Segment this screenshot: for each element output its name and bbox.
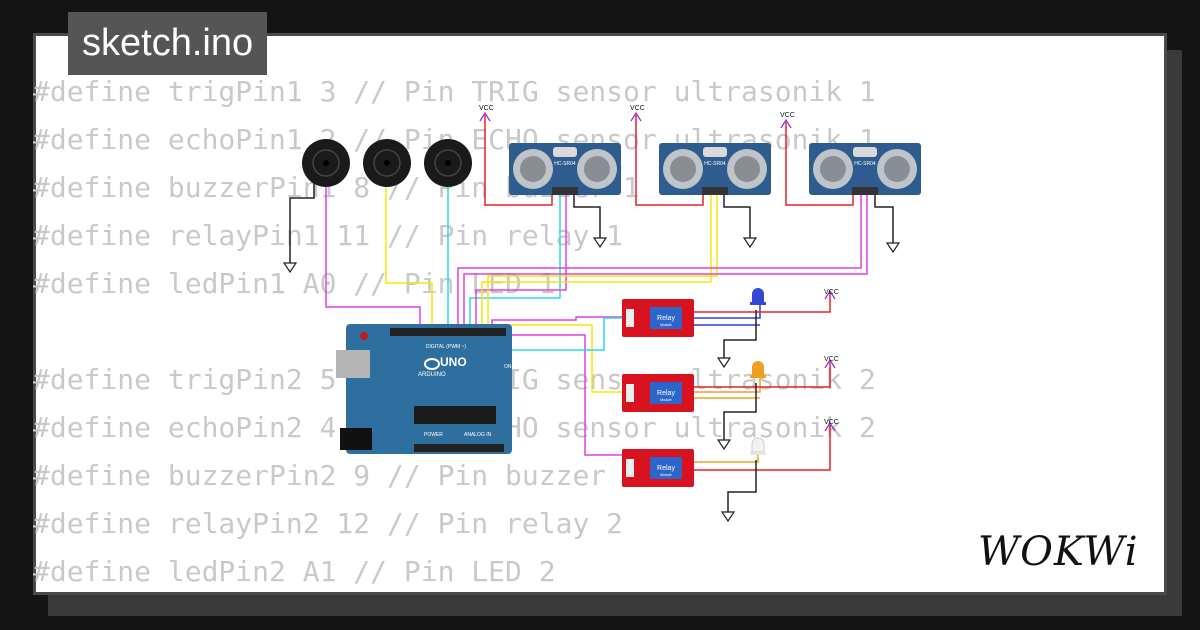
vcc-arrow-icon [780, 118, 792, 129]
wire-buzzer-2 [385, 185, 433, 330]
code-listing: #define trigPin1 3 // Pin TRIG sensor ul… [33, 68, 876, 596]
vcc-label: VCC [824, 289, 839, 296]
relay-label: Relay [657, 315, 675, 322]
wire-vcc-relay-1 [694, 293, 831, 313]
ultrasonic-sensor-1[interactable]: HC-SR04 [509, 143, 621, 195]
wokwi-logo: WOKWi [978, 529, 1139, 575]
wire-vcc-sensor-1 [484, 115, 553, 206]
led-white[interactable] [750, 437, 766, 455]
wire-led-white [694, 455, 759, 463]
sensor-label: HC-SR04 [554, 161, 576, 167]
sensor-label: HC-SR04 [854, 161, 876, 167]
wire-vcc-sensor-2 [635, 115, 704, 206]
wire-sensor-3a [457, 193, 862, 330]
wire-relay-1 [491, 316, 624, 330]
wire-gnd-led-3 [727, 460, 757, 512]
ground-icon [282, 262, 298, 274]
code-line: #define ledPin2 A1 // Pin LED 2 [33, 555, 556, 588]
wire-led-orange [694, 378, 761, 393]
file-title: sketch.ino [68, 12, 268, 75]
vcc-arrow-icon [479, 111, 491, 122]
wokwi-wordmark: WOKWi [978, 529, 1139, 575]
relay-label: Relay [657, 465, 675, 472]
wire-gnd-sensor-3 [874, 193, 894, 243]
vcc-arrow-icon [824, 289, 836, 300]
vcc-label: VCC [824, 419, 839, 426]
relay-module-1[interactable]: Relay Module [622, 299, 694, 337]
wire-gnd-buzzer [289, 180, 315, 263]
sensor-label: HC-SR04 [704, 161, 726, 167]
ground-icon [716, 357, 732, 369]
vcc-arrow-icon [824, 421, 836, 432]
wire-sensor-1a [469, 193, 561, 330]
wire-sensor-2b [487, 193, 718, 330]
code-line: #define relayPin2 12 // Pin relay 2 [33, 507, 624, 540]
code-line: #define relayPin1 11 // Pin relay 1 [33, 219, 624, 252]
wire-led-blue [694, 305, 761, 319]
wire-relay-signal [510, 317, 624, 351]
ground-icon [742, 237, 758, 249]
wire-gnd-sensor-1 [573, 193, 601, 238]
code-line: #define ledPin1 A0 // Pin LED 1 [33, 267, 556, 300]
relay-sub-label: Module [660, 398, 672, 402]
relay-module-3[interactable]: Relay Module [622, 449, 694, 487]
vcc-arrow-icon [630, 111, 642, 122]
ground-icon [592, 237, 608, 249]
vcc-label: VCC [824, 356, 839, 363]
analog-label: ANALOG IN [464, 432, 492, 438]
relay-label: Relay [657, 390, 675, 397]
code-line: #define trigPin1 3 // Pin TRIG sensor ul… [33, 75, 876, 108]
vcc-label: VCC [780, 112, 795, 119]
ground-icon [716, 439, 732, 451]
buzzer-1[interactable] [302, 139, 350, 187]
wire-vcc-sensor-3 [785, 122, 854, 206]
buzzer-2[interactable] [363, 139, 411, 187]
wire-gnd-led-1 [723, 310, 757, 358]
led-blue[interactable] [750, 288, 766, 305]
arduino-brand: ARDUINO [418, 372, 446, 378]
wire-gnd-sensor-2 [723, 193, 751, 238]
wire-buzzer-1 [325, 185, 421, 330]
preview-panel [33, 33, 1167, 595]
wire-vcc-relay-3 [694, 425, 831, 471]
wire-gnd-led-2 [723, 383, 757, 440]
arduino-uno-board[interactable]: DIGITAL (PWM ~) UNO ARDUINO ON POWER ANA… [336, 324, 512, 454]
ultrasonic-sensor-2[interactable]: HC-SR04 [659, 143, 771, 195]
vcc-label: VCC [630, 105, 645, 112]
wire-sensor-3b [463, 193, 868, 330]
vcc-arrow-icon [824, 358, 836, 369]
digital-label: DIGITAL (PWM ~) [426, 344, 466, 350]
power-label: POWER [424, 432, 443, 438]
on-label: ON [504, 364, 512, 370]
ultrasonic-sensor-3[interactable]: HC-SR04 [809, 143, 921, 195]
buzzer-3[interactable] [424, 139, 472, 187]
vcc-label: VCC [479, 105, 494, 112]
relay-sub-label: Module [660, 323, 672, 327]
wire-sensor-2a [481, 193, 712, 330]
led-orange[interactable] [750, 361, 766, 378]
wire-vcc-relay-2 [694, 362, 831, 388]
ground-icon [885, 242, 901, 254]
wire-sensor-1b [475, 193, 567, 330]
code-line: #define buzzerPin2 9 // Pin buzzer 2 [33, 459, 640, 492]
ground-icon [720, 511, 736, 523]
relay-sub-label: Module [660, 473, 672, 477]
relay-module-2[interactable]: Relay Module [622, 374, 694, 412]
arduino-model: UNO [440, 355, 467, 369]
